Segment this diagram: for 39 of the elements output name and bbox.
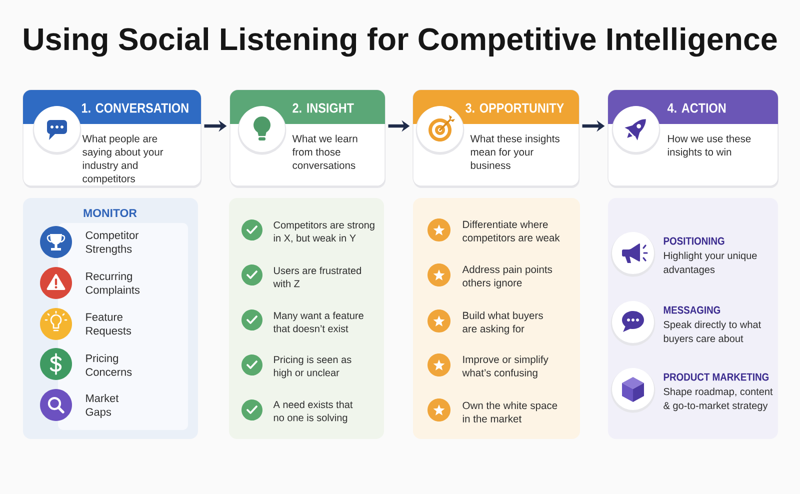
- list-item: Improve or simplify what’s confusing: [462, 356, 548, 378]
- panel: [608, 198, 778, 439]
- step-description: What people are saying about your industry and competitors: [82, 134, 164, 184]
- step-heading: 2. INSIGHT: [292, 103, 354, 113]
- step-description: How we use these insights to win: [668, 134, 751, 158]
- title: Using Social Listening for Competitive Intelligence: [24, 27, 777, 57]
- list-item: Differentiate where competitors are weak: [462, 220, 560, 244]
- panel: [229, 198, 384, 439]
- list-item: Address pain points others ignore: [462, 266, 552, 288]
- item-heading: MESSAGING: [664, 306, 720, 314]
- list-item: Feature Requests: [86, 313, 132, 337]
- item-heading: PRODUCT MARKETING: [664, 373, 769, 381]
- step-heading: 1. CONVERSATION: [82, 103, 188, 113]
- list-item: Competitors are strong in X, but weak in Y: [274, 221, 374, 243]
- list-item: Build what buyers are asking for: [462, 312, 543, 334]
- step-heading: 4. ACTION: [667, 103, 726, 113]
- item-heading: POSITIONING: [664, 237, 724, 245]
- item-description: Highlight your unique advantages: [664, 252, 757, 276]
- list-item: Pricing Concerns: [86, 354, 132, 376]
- list-item: Market Gaps: [86, 394, 119, 418]
- step-description: What these insights mean for your business: [470, 134, 560, 169]
- list-item: Users are frustrated with Z: [273, 266, 361, 288]
- list-item: Own the white space in the market: [462, 402, 558, 422]
- step-heading: 3. OPPORTUNITY: [466, 103, 564, 113]
- step-card: [608, 90, 778, 188]
- item-description: Shape roadmap, content & go-to-market strategy: [664, 388, 773, 412]
- panel-heading: MONITOR: [84, 208, 137, 218]
- step-card: [412, 90, 580, 188]
- list-item: Recurring Complaints: [86, 272, 140, 296]
- item-description: Speak directly to what buyers care about: [664, 320, 761, 344]
- panel: [23, 198, 198, 439]
- list-item: Many want a feature that doesn’t exist: [273, 312, 364, 332]
- step-description: What we learn from those conversations: [292, 134, 358, 169]
- list-item: Competitor Strengths: [86, 231, 139, 255]
- panel: [413, 198, 580, 439]
- list-item: Pricing is seen as high or unclear: [274, 356, 352, 378]
- list-item: A need exists that no one is solving: [273, 400, 353, 424]
- step-card: [230, 90, 386, 188]
- step-card: [22, 90, 202, 188]
